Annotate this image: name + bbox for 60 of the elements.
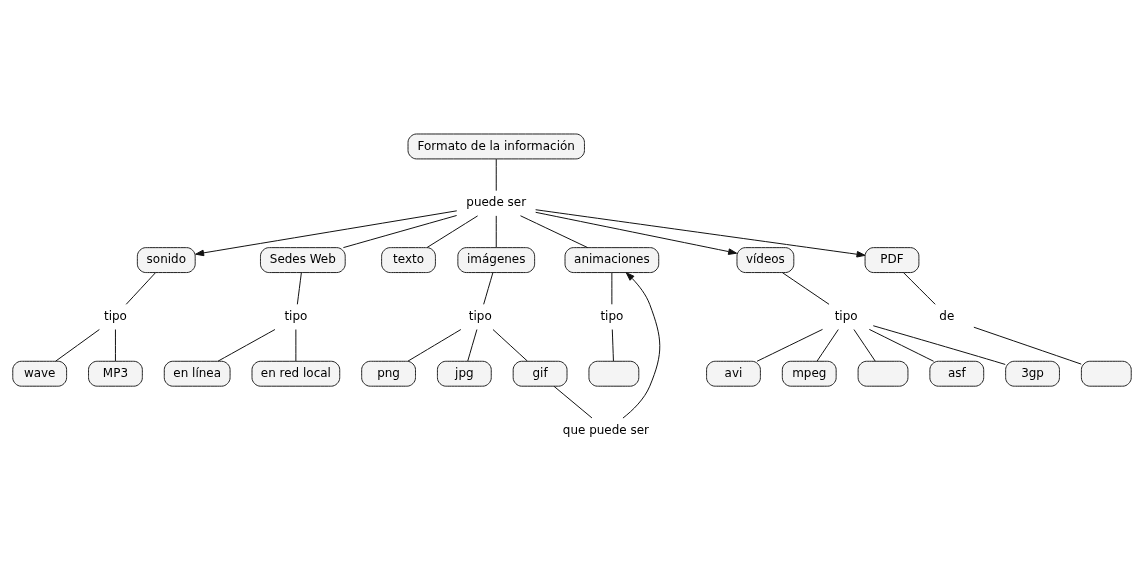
node-box: [1080, 360, 1132, 387]
node-box: texto: [381, 247, 436, 274]
node-text: tipo: [284, 309, 308, 323]
node-box: MP3: [88, 360, 143, 387]
node-box: PDF: [864, 247, 920, 274]
connector: [903, 272, 936, 305]
connector: [756, 328, 823, 362]
connector: [495, 158, 497, 192]
connector: [55, 329, 100, 362]
connector: [483, 272, 494, 305]
connector: [853, 329, 876, 362]
arrow: [622, 272, 661, 419]
node-box: [588, 360, 640, 387]
connector: [217, 329, 276, 362]
connector: [816, 329, 839, 362]
connector: [114, 329, 116, 362]
connector: [407, 329, 462, 362]
arrow: [535, 211, 738, 255]
connector: [782, 272, 830, 305]
node-text: tipo: [103, 309, 127, 323]
connector: [426, 215, 479, 248]
node-box: en red local: [251, 360, 341, 387]
node-box: asf: [929, 360, 985, 387]
node-box: vídeos: [736, 247, 795, 274]
node-box: png: [361, 360, 416, 387]
node-box: jpg: [436, 360, 492, 387]
connector: [467, 329, 478, 362]
node-text: de: [939, 309, 955, 323]
node-box: gif: [512, 360, 568, 387]
node-box: sonido: [136, 247, 196, 274]
connector: [125, 272, 156, 305]
node-box: avi: [706, 360, 761, 387]
connector: [611, 272, 613, 305]
connector: [495, 215, 497, 248]
connector: [868, 328, 935, 362]
node-text: tipo: [834, 309, 858, 323]
connector: [973, 326, 1082, 365]
connector: [520, 215, 589, 249]
node-box: Formato de la información: [407, 133, 585, 160]
node-box: en línea: [163, 360, 231, 387]
node-text: tipo: [600, 309, 624, 323]
node-box: wave: [12, 360, 68, 387]
node-box: imágenes: [457, 247, 536, 274]
connector: [296, 272, 302, 305]
node-text: tipo: [468, 309, 492, 323]
node-text: que puede ser: [562, 422, 649, 437]
node-box: animaciones: [564, 247, 660, 274]
connector: [553, 385, 593, 419]
node-box: [857, 360, 909, 387]
arrow: [195, 210, 458, 257]
connector: [492, 329, 528, 362]
node-box: Sedes Web: [260, 247, 346, 274]
connector: [611, 329, 614, 362]
node-box: mpeg: [781, 360, 837, 387]
arrow: [535, 209, 866, 258]
connector: [295, 329, 297, 362]
node-box: 3gp: [1005, 360, 1060, 387]
connector: [342, 215, 458, 249]
node-text: puede ser: [466, 195, 527, 210]
connector: [872, 325, 1006, 365]
